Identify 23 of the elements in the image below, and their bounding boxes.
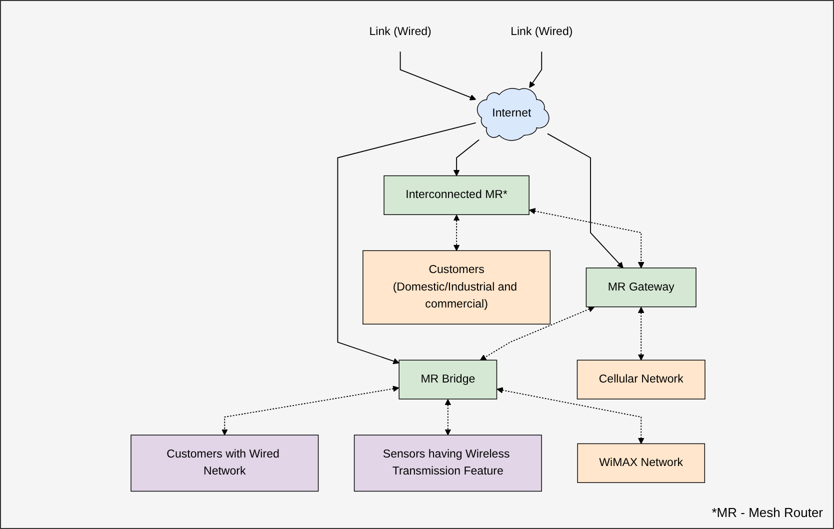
arrow [400,51,476,100]
node-box: Cellular Network [576,360,706,400]
node-box: MR Bridge [398,360,498,400]
arrow [529,51,542,88]
arrow [496,387,644,444]
arrow [547,133,624,268]
arrow [453,139,480,176]
node-box: Customers (Domestic/Industrial and commercial) [362,250,551,324]
node-box: MR Gateway [586,268,696,308]
arrow [638,306,644,360]
footnote: *MR - Mesh Router [712,505,823,520]
node-box: Customers with Wired Network [130,434,319,492]
node-text: Link (Wired) [369,26,432,38]
arrow [480,306,595,360]
arrow [221,386,400,436]
arrow [453,214,460,251]
node-box: WiMAX Network [577,443,706,483]
arrow [444,399,452,436]
arrow [337,122,476,364]
node-box: Interconnected MR* [384,175,530,216]
node-text: Link (Wired) [510,26,573,38]
arrow [529,208,644,268]
node-box: Sensors having Wireless Transmission Feature [354,434,542,492]
